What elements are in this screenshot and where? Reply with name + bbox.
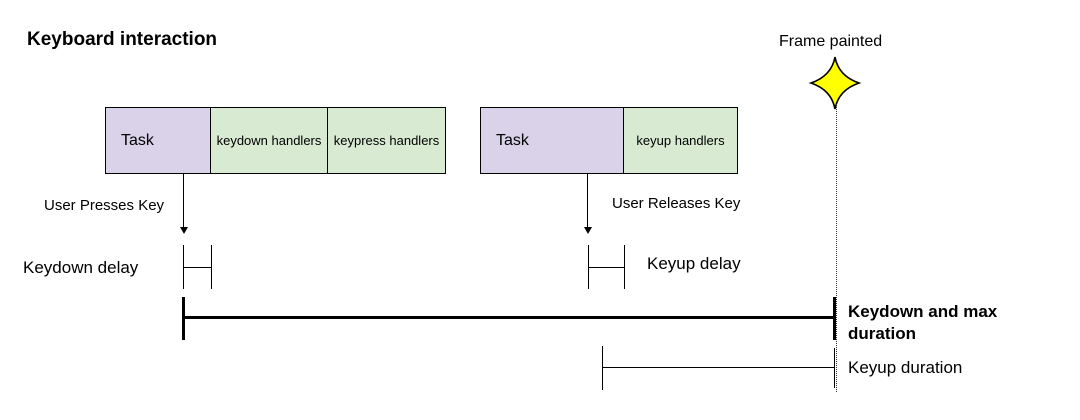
keydown-delay-span-line	[183, 267, 212, 268]
sparkle-star-icon	[808, 56, 862, 110]
key-press-arrow-line	[183, 174, 184, 228]
page-title: Keyboard interaction	[27, 29, 218, 50]
user-releases-key-label: User Releases Key	[612, 195, 741, 212]
keyup-duration-left-cap	[602, 346, 603, 390]
key-release-arrow-line	[587, 174, 588, 228]
key-release-arrowhead-icon	[584, 227, 592, 234]
keyup-handlers-label: keyup handlers	[636, 133, 725, 148]
keypress-handlers-label: keypress handlers	[333, 133, 440, 148]
keyup-task-box: Task	[480, 107, 624, 174]
keydown-max-duration-label: Keydown and max duration	[848, 302, 998, 343]
keydown-delay-label: Keydown delay	[23, 258, 139, 277]
keypress-handlers-box: keypress handlers	[327, 107, 446, 174]
keydown-task-label: Task	[121, 131, 154, 149]
frame-painted-label: Frame painted	[779, 33, 883, 50]
keyup-delay-label: Keyup delay	[647, 254, 741, 273]
user-presses-key-label: User Presses Key	[44, 197, 165, 214]
keyup-duration-right-cap	[834, 348, 835, 388]
key-press-arrowhead-icon	[180, 227, 188, 234]
keyup-delay-span-line	[588, 267, 625, 268]
keydown-task-box: Task	[105, 107, 211, 174]
keyup-task-label: Task	[496, 131, 529, 149]
keydown-handlers-label: keydown handlers	[216, 133, 322, 148]
keydown-duration-line	[184, 316, 835, 319]
frame-painted-time-line	[836, 104, 837, 392]
keyup-duration-line	[602, 367, 835, 368]
keyup-duration-label: Keyup duration	[848, 358, 963, 377]
keydown-handlers-box: keydown handlers	[210, 107, 328, 174]
keydown-duration-left-cap	[182, 297, 185, 340]
keydown-duration-right-cap	[833, 297, 836, 340]
keyup-handlers-box: keyup handlers	[623, 107, 738, 174]
